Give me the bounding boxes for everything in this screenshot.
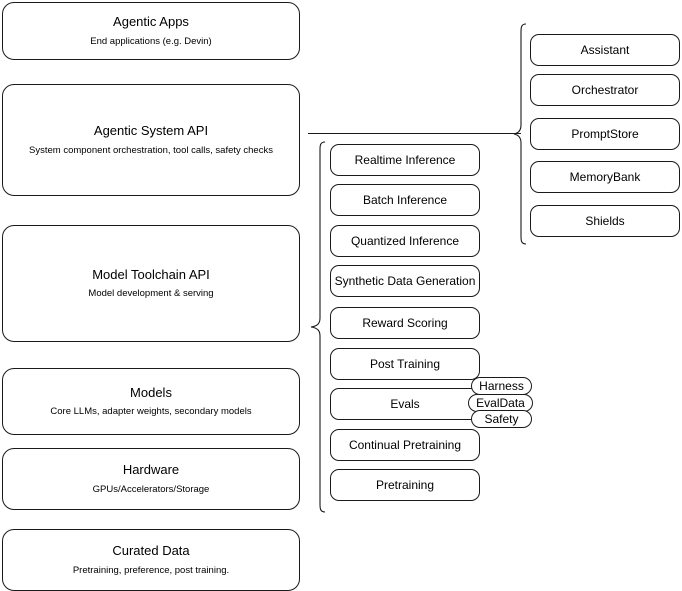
toolchain-box-continual-pretraining[interactable]: Continual Pretraining	[330, 429, 480, 461]
toolchain-box-quantized-inference[interactable]: Quantized Inference	[330, 225, 480, 257]
layer-title: Model Toolchain API	[92, 266, 210, 282]
brace-agentic-system-components	[513, 23, 527, 245]
layer-title: Curated Data	[112, 543, 190, 559]
toolchain-box-evals[interactable]: Evals	[330, 388, 480, 420]
layer-title: Hardware	[122, 462, 180, 478]
toolchain-label: Continual Pretraining	[348, 437, 462, 452]
layer-title: Agentic Apps	[113, 14, 189, 30]
toolchain-label: Pretraining	[375, 477, 435, 492]
component-label: Orchestrator	[571, 82, 639, 97]
toolchain-box-post-training[interactable]: Post Training	[330, 348, 480, 380]
layer-subtitle: Pretraining, preference, post training.	[72, 564, 230, 576]
component-box-promptstore[interactable]: PromptStore	[530, 118, 680, 150]
component-box-memorybank[interactable]: MemoryBank	[530, 161, 680, 193]
layer-title: Agentic System API	[93, 123, 209, 139]
layer-title: Models	[130, 384, 172, 400]
toolchain-label: Post Training	[369, 356, 441, 371]
component-label: Shields	[585, 213, 625, 228]
evals-badge-label: Safety	[484, 412, 519, 426]
component-label: MemoryBank	[569, 169, 641, 184]
toolchain-label: Reward Scoring	[362, 315, 448, 330]
component-box-assistant[interactable]: Assistant	[530, 34, 680, 66]
evals-badge-label: EvalData	[476, 396, 525, 410]
toolchain-box-pretraining[interactable]: Pretraining	[330, 469, 480, 501]
toolchain-box-reward-scoring[interactable]: Reward Scoring	[330, 307, 480, 339]
evals-badge-harness[interactable]: Harness	[471, 377, 532, 395]
toolchain-label: Batch Inference	[362, 192, 448, 207]
toolchain-box-batch-inference[interactable]: Batch Inference	[330, 184, 480, 216]
layer-box-hardware[interactable]: Hardware GPUs/Accelerators/Storage	[2, 448, 300, 510]
evals-badge-label: Harness	[479, 379, 524, 393]
layer-box-agentic-apps[interactable]: Agentic Apps End applications (e.g. Devi…	[2, 2, 300, 60]
brace-toolchain-components	[310, 141, 326, 513]
toolchain-label: Synthetic Data Generation	[334, 273, 476, 288]
toolchain-box-synthetic-data-generation[interactable]: Synthetic Data Generation	[330, 265, 480, 297]
layer-box-models[interactable]: Models Core LLMs, adapter weights, secon…	[2, 368, 300, 435]
layer-box-agentic-system-api[interactable]: Agentic System API System component orch…	[2, 84, 300, 196]
component-box-shields[interactable]: Shields	[530, 205, 680, 237]
toolchain-box-realtime-inference[interactable]: Realtime Inference	[330, 144, 480, 176]
layer-box-model-toolchain-api[interactable]: Model Toolchain API Model development & …	[2, 225, 300, 342]
toolchain-label: Quantized Inference	[350, 233, 460, 248]
component-label: PromptStore	[571, 126, 639, 141]
layer-subtitle: End applications (e.g. Devin)	[90, 35, 212, 47]
toolchain-label: Realtime Inference	[354, 152, 456, 167]
layer-box-curated-data[interactable]: Curated Data Pretraining, preference, po…	[2, 529, 300, 591]
layer-subtitle: System component orchestration, tool cal…	[29, 144, 273, 156]
layer-subtitle: Core LLMs, adapter weights, secondary mo…	[50, 406, 252, 418]
layer-subtitle: Model development & serving	[88, 288, 214, 300]
connector-agentic-system-api-to-components	[308, 133, 521, 134]
evals-badge-safety[interactable]: Safety	[471, 410, 532, 428]
component-label: Assistant	[580, 42, 630, 57]
toolchain-label: Evals	[390, 396, 420, 411]
layer-subtitle: GPUs/Accelerators/Storage	[92, 483, 210, 495]
component-box-orchestrator[interactable]: Orchestrator	[530, 74, 680, 106]
